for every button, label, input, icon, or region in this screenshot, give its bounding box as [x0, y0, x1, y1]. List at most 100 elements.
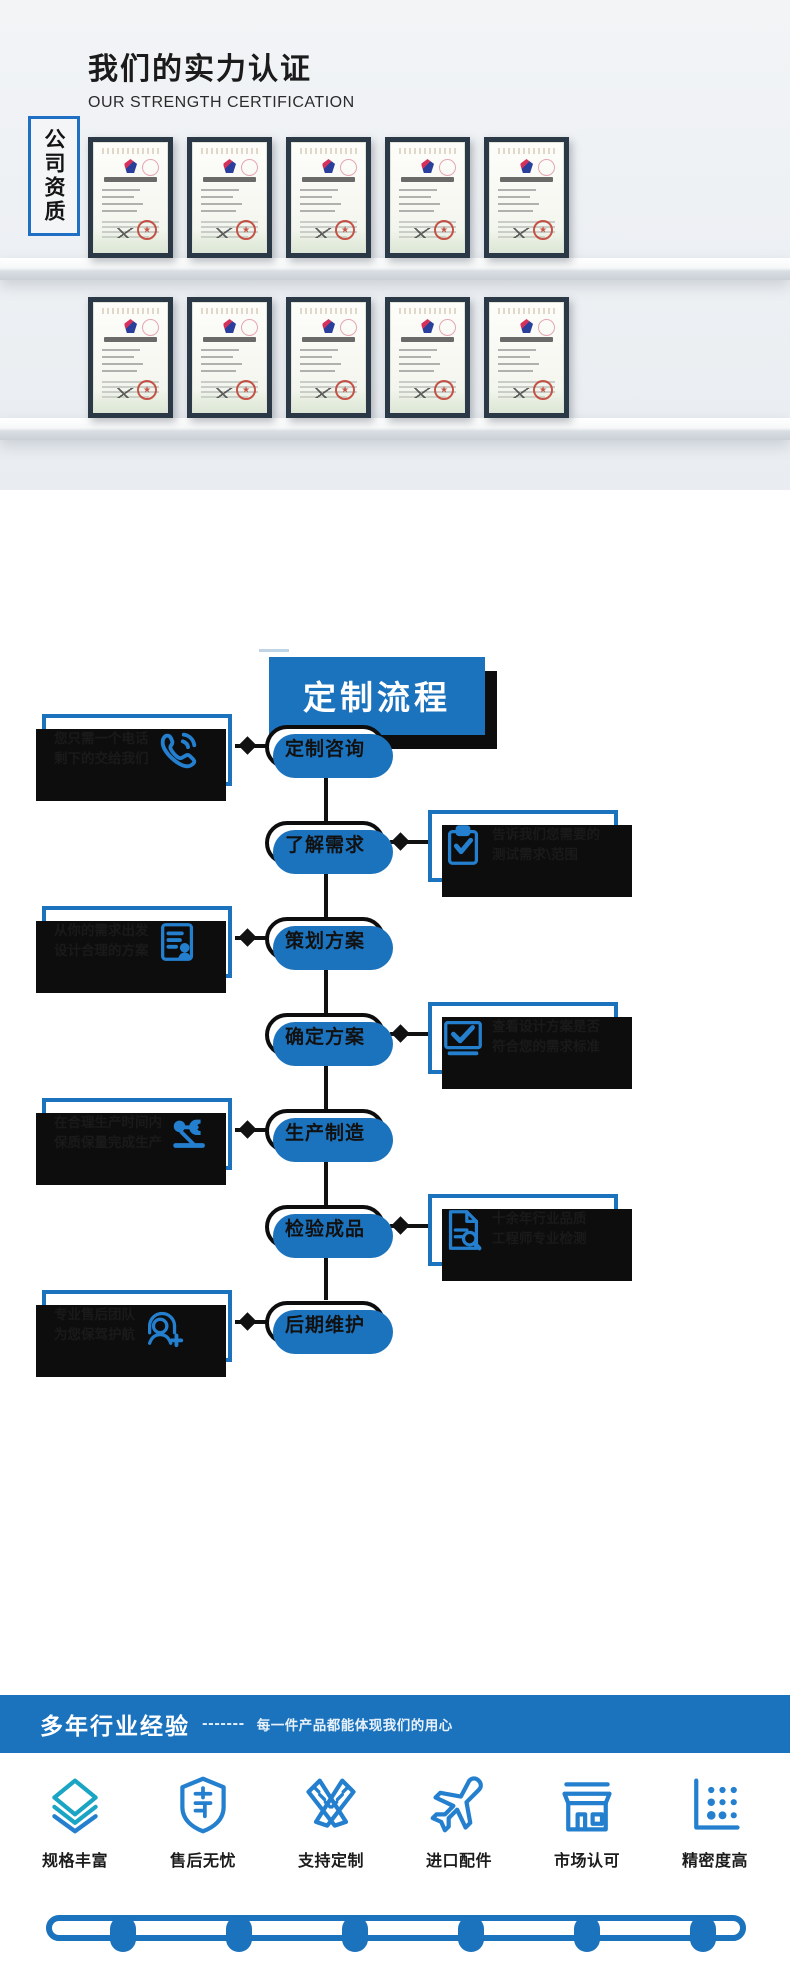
flow-step-pill[interactable]: 后期维护 — [265, 1301, 393, 1354]
feature-item[interactable]: 进口配件 — [409, 1775, 509, 1871]
flow-detail-card[interactable]: 查看设计方案是否 符合您的需求标准 — [428, 1002, 632, 1089]
track-dot — [458, 1916, 484, 1952]
shelf-top — [0, 258, 790, 280]
process-title-box: 定制流程 — [259, 649, 497, 749]
feature-item[interactable]: 市场认可 — [537, 1775, 637, 1871]
flow-detail-card[interactable]: 在合理生产时间内 保质保量完成生产 — [36, 1098, 232, 1185]
certification-section: 我们的实力认证 OUR STRENGTH CERTIFICATION 公司资质 — [0, 0, 790, 490]
certificate-border-decor — [201, 148, 258, 154]
certificate-signature — [510, 388, 533, 398]
precision-dots-icon — [685, 1775, 745, 1837]
flow-step-pill[interactable]: 策划方案 — [265, 917, 393, 970]
certificate-seal-top-icon — [241, 319, 258, 336]
banner-dashes: ------- — [202, 1716, 245, 1732]
feature-list: 规格丰富 售后无忧 支持定制 进口配件 市场认可 精密度高 — [0, 1775, 790, 1871]
flow-step: 从你的需求出发 设计合理的方案 策划方案 — [0, 892, 790, 993]
clipboard-check-icon — [440, 823, 486, 869]
certificate-seal-top-icon — [340, 319, 357, 336]
flow-steps: 您只需一个电话 剩下的交给我们 定制咨询 告诉我们您需要的 测试需求\范围 了解… — [0, 700, 790, 1377]
feature-item[interactable]: 支持定制 — [281, 1775, 381, 1871]
side-label-box: 公司资质 — [28, 116, 84, 240]
certificate-paper — [192, 302, 267, 413]
flow-detail-text: 您只需一个电话 剩下的交给我们 — [54, 731, 149, 767]
flow-step-pill[interactable]: 检验成品 — [265, 1205, 393, 1258]
banner-subtitle: 每一件产品都能体现我们的用心 — [256, 1718, 453, 1734]
patent-logo-icon — [322, 319, 335, 333]
certificate-row-top — [88, 137, 569, 258]
certificate-signature — [114, 388, 137, 398]
flow-detail-card[interactable]: 十余年行业品质 工程师专业检测 — [428, 1194, 632, 1281]
process-title: 定制流程 — [269, 657, 485, 735]
certificate-border-decor — [498, 148, 555, 154]
flow-step-pill[interactable]: 定制咨询 — [265, 725, 393, 778]
certificate-stamp-icon — [137, 380, 157, 400]
certificate-signature — [114, 228, 137, 238]
experience-banner: 多年行业经验 ------- 每一件产品都能体现我们的用心 — [0, 1695, 790, 1753]
certificate-title-line — [500, 177, 553, 182]
pencil-ruler-icon — [301, 1775, 361, 1837]
certificate-seal-top-icon — [241, 159, 258, 176]
patent-logo-icon — [124, 319, 137, 333]
certificate-title-line — [500, 337, 553, 342]
certificate-frame — [187, 137, 272, 258]
feature-label: 精密度高 — [681, 1851, 748, 1870]
certificate-frame — [286, 297, 371, 418]
plan-user-icon — [155, 919, 201, 965]
flow-step: 查看设计方案是否 符合您的需求标准 确定方案 — [0, 988, 790, 1089]
certificate-paper — [93, 142, 168, 253]
page-subtitle-en: OUR STRENGTH CERTIFICATION — [88, 94, 355, 111]
flow-step: 在合理生产时间内 保质保量完成生产 生产制造 — [0, 1084, 790, 1185]
certificate-title-line — [401, 177, 454, 182]
flow-detail-text: 从你的需求出发 设计合理的方案 — [54, 923, 149, 959]
patent-logo-icon — [520, 319, 533, 333]
layers-icon — [45, 1775, 105, 1837]
certificate-stamp-icon — [434, 380, 454, 400]
phone-icon — [155, 727, 201, 773]
certificate-border-decor — [300, 308, 357, 314]
feature-label: 进口配件 — [425, 1851, 492, 1870]
certificate-signature — [213, 388, 236, 398]
certificate-border-decor — [102, 308, 159, 314]
certificate-paper — [93, 302, 168, 413]
flow-step-pill[interactable]: 确定方案 — [265, 1013, 393, 1066]
feature-item[interactable]: 精密度高 — [665, 1775, 765, 1871]
certificate-border-decor — [399, 308, 456, 314]
flow-step: 您只需一个电话 剩下的交给我们 定制咨询 — [0, 700, 790, 801]
certificate-title-line — [302, 337, 355, 342]
flow-detail-card[interactable]: 从你的需求出发 设计合理的方案 — [36, 906, 232, 993]
flow-detail-card[interactable]: 专业售后团队 为您保驾护航 — [36, 1290, 232, 1377]
certificate-stamp-icon — [533, 380, 553, 400]
certificate-title-line — [104, 177, 157, 182]
certificate-border-decor — [498, 308, 555, 314]
certificate-paper — [390, 142, 465, 253]
certificate-border-decor — [102, 148, 159, 154]
certificate-border-decor — [300, 148, 357, 154]
track-dot — [574, 1916, 600, 1952]
shop-icon — [557, 1775, 617, 1837]
certificate-stamp-icon — [335, 220, 355, 240]
certificate-seal-top-icon — [340, 159, 357, 176]
patent-logo-icon — [223, 319, 236, 333]
certificate-frame — [484, 297, 569, 418]
flow-detail-card[interactable]: 告诉我们您需要的 测试需求\范围 — [428, 810, 632, 897]
feature-label: 规格丰富 — [41, 1851, 108, 1870]
feature-label: 售后无忧 — [169, 1851, 236, 1870]
certificate-paper — [291, 142, 366, 253]
flow-step: 十余年行业品质 工程师专业检测 检验成品 — [0, 1180, 790, 1281]
flow-step: 告诉我们您需要的 测试需求\范围 了解需求 — [0, 796, 790, 897]
feature-item[interactable]: 规格丰富 — [25, 1775, 125, 1871]
monitor-check-icon — [440, 1015, 486, 1061]
flow-detail-card[interactable]: 您只需一个电话 剩下的交给我们 — [36, 714, 232, 801]
certificate-frame — [187, 297, 272, 418]
shield-after-sales-icon — [173, 1775, 233, 1837]
certificate-frame — [88, 137, 173, 258]
flow-detail-text: 查看设计方案是否 符合您的需求标准 — [492, 1019, 600, 1055]
feature-label: 市场认可 — [553, 1851, 620, 1870]
banner-title: 多年行业经验 — [40, 1714, 190, 1740]
certificate-paper — [489, 302, 564, 413]
flow-step-pill[interactable]: 了解需求 — [265, 821, 393, 874]
feature-item[interactable]: 售后无忧 — [153, 1775, 253, 1871]
certificate-frame — [385, 297, 470, 418]
flow-step-pill[interactable]: 生产制造 — [265, 1109, 393, 1162]
patent-logo-icon — [520, 159, 533, 173]
